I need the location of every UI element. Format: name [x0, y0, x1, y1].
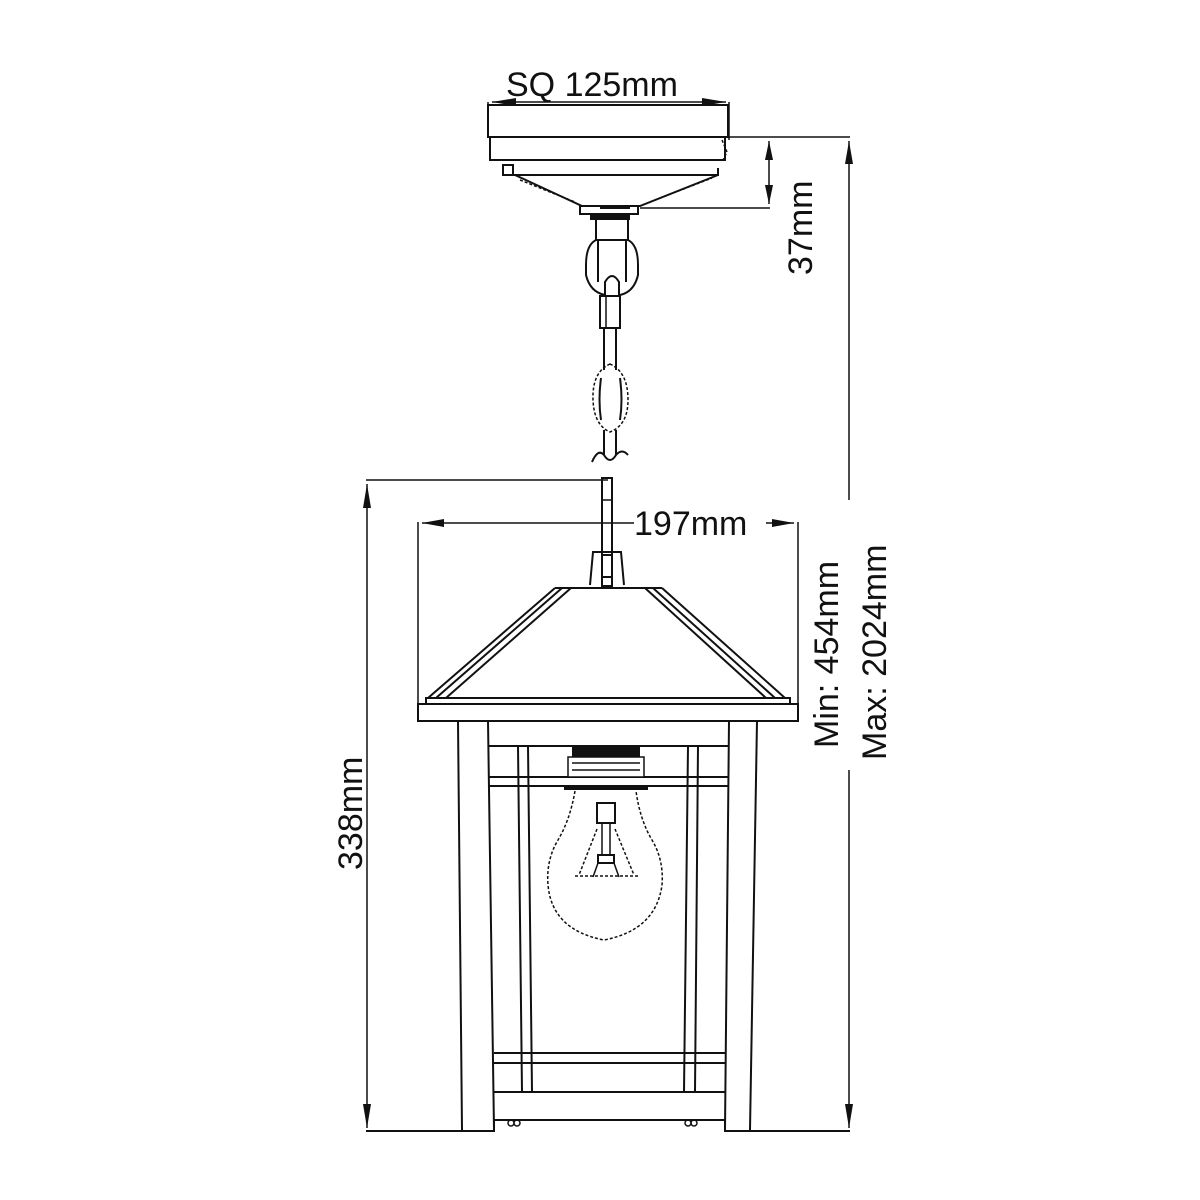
- label-overall-min: Min: 454mm: [808, 561, 846, 748]
- lantern-body: [366, 720, 850, 1132]
- label-overall-max: Max: 2024mm: [856, 545, 894, 760]
- label-canopy-height: 37mm: [782, 181, 820, 275]
- label-lantern-width: 197mm: [634, 505, 747, 543]
- lantern-roof: [417, 587, 799, 722]
- ceiling-canopy: [487, 104, 729, 220]
- label-lantern-height: 338mm: [332, 757, 370, 870]
- lantern-hanger: [589, 477, 625, 587]
- dimension-lantern-width: 197mm: [417, 505, 799, 720]
- dimension-overall-drop: Min: 454mm Max: 2024mm: [808, 141, 894, 1128]
- label-canopy-width: SQ 125mm: [506, 66, 678, 104]
- dimension-lantern-height: 338mm: [332, 479, 608, 1128]
- chain: [585, 220, 639, 463]
- dimension-canopy-height: 37mm: [640, 136, 850, 275]
- dimension-canopy-width: SQ 125mm: [487, 66, 730, 140]
- light-bulb: [546, 747, 664, 941]
